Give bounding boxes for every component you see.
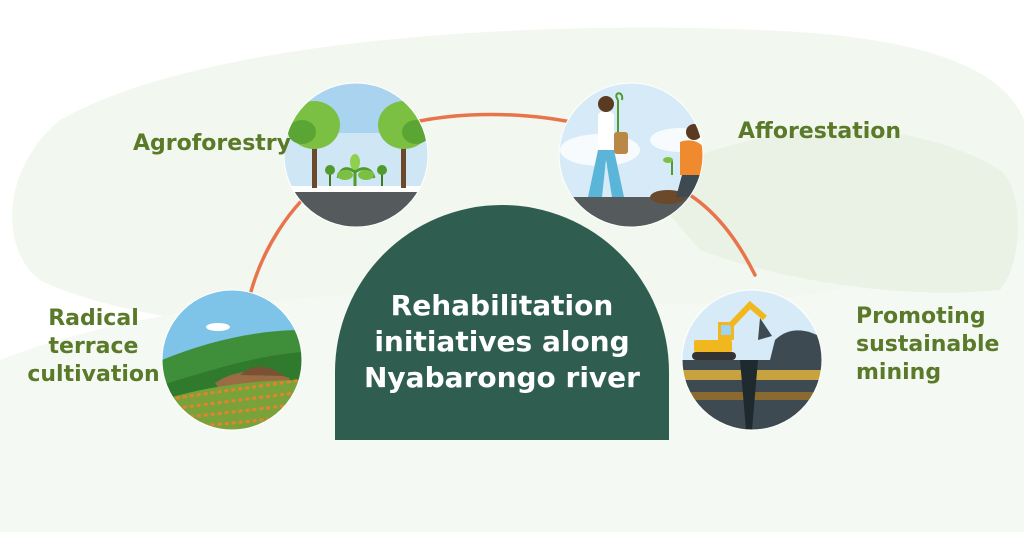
agroforestry-icon [283, 82, 429, 228]
center-dome [335, 205, 669, 440]
label-radical-terrace-cultivation: Radical terrace cultivation [27, 306, 160, 387]
terrace-icon [161, 289, 303, 431]
afforestation-icon [558, 82, 704, 228]
label-promoting-sustainable-mining: Promoting sustainable mining [856, 304, 1000, 385]
label-afforestation: Afforestation [738, 119, 902, 144]
center-title: Rehabilitation initiatives along Nyabaro… [364, 289, 640, 394]
label-agroforestry: Agroforestry [133, 131, 291, 156]
mining-icon [681, 289, 823, 431]
background-blob-right [640, 129, 1018, 293]
